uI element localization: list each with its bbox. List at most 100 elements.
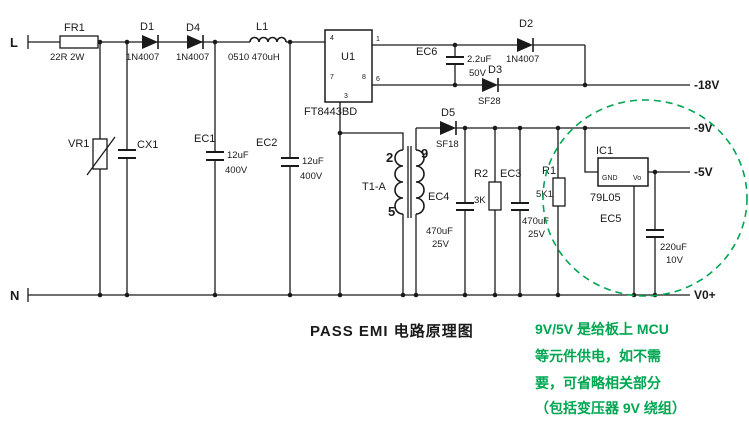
u1-ref-label: U1 <box>341 51 355 63</box>
cx1-ref-label: CX1 <box>137 139 158 151</box>
regulator-body <box>597 157 649 187</box>
l1-ref-label: L1 <box>256 21 268 33</box>
capacitor-plates <box>118 149 136 159</box>
ec4-value-label: 470uF <box>426 226 453 237</box>
ec2-voltage-label: 400V <box>300 171 323 182</box>
junction-dot <box>337 292 343 298</box>
output-minus18v-label: -18V <box>694 78 719 92</box>
u1-pin6-label: 6 <box>376 76 380 83</box>
junction-dot <box>452 82 458 88</box>
junction-dot <box>462 125 468 131</box>
component-u1: U1 FT8443BD 4 1 7 8 3 6 <box>304 29 380 118</box>
ec5-voltage-label: 10V <box>666 255 684 266</box>
junction-dot <box>124 39 130 45</box>
component-ec6: EC6 2.2uF 50V <box>416 46 491 79</box>
d5-ref-label: D5 <box>441 107 455 119</box>
ec5-ref-label: EC5 <box>600 213 621 225</box>
resistor-body <box>59 35 99 49</box>
output-v0plus-label: V0+ <box>694 288 716 302</box>
note-line-1: 9V/5V 是给板上 MCU <box>535 321 669 337</box>
component-r2: R2 3K <box>474 168 502 211</box>
diode-symbol <box>517 38 533 52</box>
highlight-ellipse <box>542 99 748 297</box>
ec1-value-label: 12uF <box>227 150 249 161</box>
d4-ref-label: D4 <box>186 22 200 34</box>
r1-ref-label: R1 <box>542 165 556 177</box>
resistor-body <box>488 181 502 211</box>
component-ec5: EC5 220uF 10V <box>600 213 687 266</box>
junction-dot <box>555 292 561 298</box>
component-cx1: CX1 <box>118 139 158 159</box>
junction-dot <box>124 292 130 298</box>
ec6-value-label: 2.2uF <box>467 54 491 65</box>
terminal-n-label: N <box>10 288 19 303</box>
ic-body <box>324 29 373 103</box>
winding-secondary <box>415 149 425 215</box>
component-vr1: VR1 <box>68 136 116 176</box>
capacitor-plates <box>456 202 474 211</box>
diode-symbol <box>440 121 456 135</box>
junction-dot <box>287 39 293 45</box>
inductor-symbol <box>249 36 287 43</box>
capacitor-plates <box>446 56 464 65</box>
r1-value-label: 5K1 <box>536 189 553 200</box>
component-d5: D5 SF18 <box>436 107 459 150</box>
d5-value-label: SF18 <box>436 139 459 150</box>
ec1-ref-label: EC1 <box>194 133 215 145</box>
component-t1: T1-A 2 9 5 <box>362 146 428 219</box>
junction-dot <box>492 292 498 298</box>
component-ec3: EC3 470uF 25V <box>500 168 549 240</box>
u1-pin7-label: 7 <box>330 74 334 81</box>
r2-ref-label: R2 <box>474 168 488 180</box>
capacitor-plates <box>281 157 299 167</box>
r2-value-label: 3K <box>474 195 486 206</box>
component-fr1: FR1 22R 2W <box>50 22 99 63</box>
component-l1: L1 0510 470uH <box>228 21 287 63</box>
component-ec2: EC2 12uF 400V <box>256 137 324 182</box>
diode-symbol <box>482 78 498 92</box>
junction-dot <box>97 292 103 298</box>
junction-dot <box>400 292 406 298</box>
ic1-part-label: 79L05 <box>590 192 621 204</box>
terminal-l-label: L <box>10 35 18 50</box>
ic1-gnd-pin-label: GND <box>602 175 618 182</box>
junction-dot <box>652 169 658 175</box>
ec3-value-label: 470uF <box>522 216 549 227</box>
note-line-4: （包括变压器 9V 绕组） <box>535 400 686 416</box>
output-minus9v-label: -9V <box>694 121 713 135</box>
component-ec4: EC4 470uF 25V <box>426 191 474 250</box>
l1-value-label: 0510 470uH <box>228 52 280 63</box>
t1-pin5-label: 5 <box>388 204 395 219</box>
diagram-title: PASS EMI 电路原理图 <box>310 322 474 340</box>
d1-ref-label: D1 <box>140 21 154 33</box>
capacitor-plates <box>646 229 664 238</box>
junction-dots <box>97 39 658 298</box>
junction-dot <box>287 292 293 298</box>
junction-dot <box>462 292 468 298</box>
ec6-ref-label: EC6 <box>416 46 437 58</box>
junction-dot <box>212 292 218 298</box>
component-ic1: IC1 79L05 GND Vo <box>590 145 649 204</box>
note-line-2: 等元件供电，如不需 <box>535 348 661 364</box>
component-d2: D2 1N4007 <box>506 18 539 65</box>
note-line-3: 要，可省略相关部分 <box>535 375 661 391</box>
junction-dot <box>212 39 218 45</box>
junction-dot <box>452 42 458 48</box>
u1-pin3-label: 3 <box>344 93 348 100</box>
resistor-body <box>552 177 566 207</box>
vr1-ref-label: VR1 <box>68 138 89 150</box>
junction-dot <box>337 130 343 136</box>
junction-dot <box>582 125 588 131</box>
capacitor-plates <box>511 202 529 211</box>
t1-ref-label: T1-A <box>362 181 387 193</box>
ec4-voltage-label: 25V <box>432 239 450 250</box>
d2-value-label: 1N4007 <box>506 54 539 65</box>
junction-dot <box>582 82 588 88</box>
d3-ref-label: D3 <box>488 64 502 76</box>
ec2-value-label: 12uF <box>302 156 324 167</box>
ec6-voltage-label: 50V <box>469 68 487 79</box>
component-d4: D4 1N4007 <box>176 22 209 63</box>
t1-pin2-label: 2 <box>386 150 393 165</box>
diode-symbol <box>142 35 158 49</box>
u1-pin1-label: 1 <box>376 36 380 43</box>
